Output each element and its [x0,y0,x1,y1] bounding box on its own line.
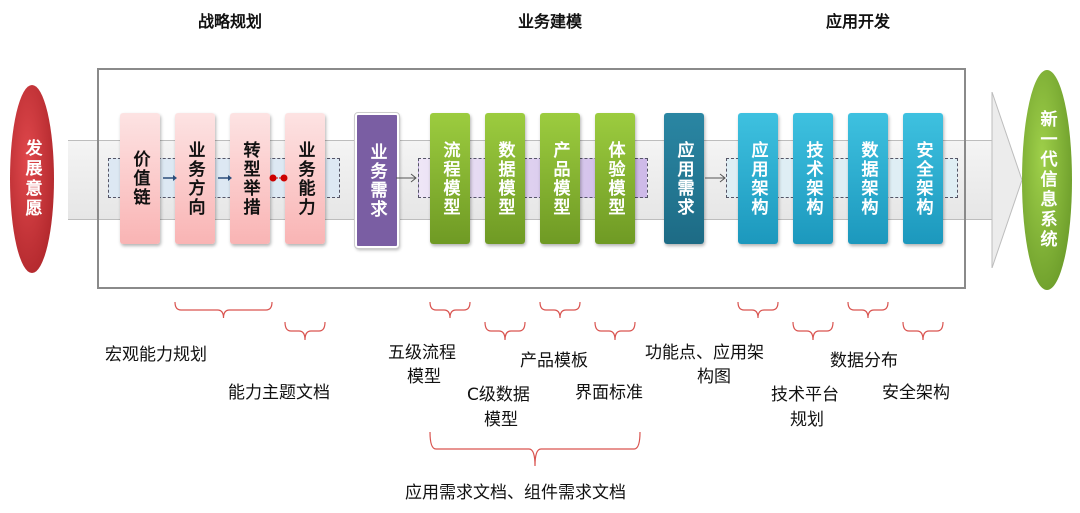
arrow-icon [396,173,417,183]
box-security-architecture: 安全架构 [903,113,943,244]
output-flow: 五级流程 [388,343,456,363]
box-data-model: 数据模型 [485,113,525,244]
output-macro: 宏观能力规划 [105,345,207,365]
brace [792,321,834,341]
box-transformation: 转型举措 [230,113,270,244]
output-tech-2: 规划 [790,410,824,430]
brace [847,301,889,319]
strategy-connectors [163,174,288,182]
box-product-model: 产品模型 [540,113,580,244]
output-data: C级数据 [467,385,530,405]
output-data-2: 模型 [484,410,518,430]
brace [484,321,526,341]
brace [429,301,471,319]
box-app-architecture: 应用架构 [738,113,778,244]
arrow-head [991,92,1023,268]
box-business-capability: 业务能力 [285,113,325,244]
output-req-docs: 应用需求文档、组件需求文档 [405,483,626,503]
brace [594,321,636,341]
output-product: 产品模板 [520,351,588,371]
box-tech-architecture: 技术架构 [793,113,833,244]
box-business-requirements: 业务需求 [354,112,400,249]
brace [902,321,944,341]
output-tech: 技术平台 [771,385,839,405]
output-ui: 界面标准 [575,383,643,403]
output-datadist: 数据分布 [830,351,898,371]
brace [737,301,779,319]
brace [539,301,581,319]
output-flow-2: 模型 [407,367,441,387]
brace [174,301,273,319]
output-func-2: 构图 [697,367,731,387]
brace [284,321,326,341]
start-oval: 发展意愿 [10,85,54,273]
header-development: 应用开发 [826,12,891,31]
box-experience-model: 体验模型 [595,113,635,244]
brace [429,431,641,467]
header-modeling: 业务建模 [518,12,583,31]
output-topic: 能力主题文档 [228,383,330,403]
header-strategy: 战略规划 [198,12,263,31]
output-sec: 安全架构 [882,383,950,403]
output-func: 功能点、应用架 [645,343,764,363]
box-data-architecture: 数据架构 [848,113,888,244]
box-process-model: 流程模型 [430,113,470,244]
box-business-direction: 业务方向 [175,113,215,244]
process-frame [97,68,966,289]
box-app-requirements: 应用需求 [664,113,704,244]
end-oval: 新一代信息系统 [1022,70,1072,290]
box-value-chain: 价值链 [120,113,160,244]
arrow-icon [705,173,726,183]
